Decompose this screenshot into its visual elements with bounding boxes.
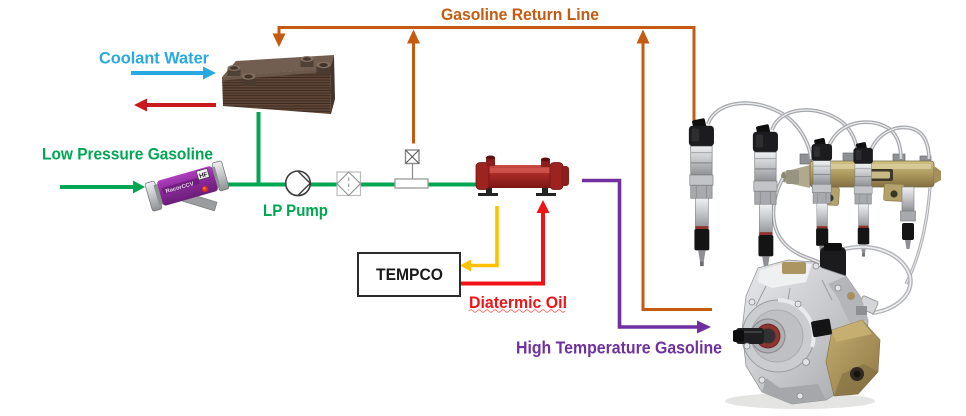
- svg-text:Low Pressure Gasoline: Low Pressure Gasoline: [42, 146, 213, 164]
- svg-text:Diatermic Oil: Diatermic Oil: [469, 294, 567, 312]
- svg-text:Gasoline Return Line: Gasoline Return Line: [441, 6, 599, 24]
- svg-text:TEMPCO: TEMPCO: [376, 266, 443, 284]
- svg-text:High Temperature Gasoline: High Temperature Gasoline: [516, 338, 722, 358]
- svg-text:HF: HF: [198, 171, 208, 180]
- svg-text:LP Pump: LP Pump: [263, 202, 328, 220]
- svg-text:Coolant Water: Coolant Water: [99, 50, 210, 68]
